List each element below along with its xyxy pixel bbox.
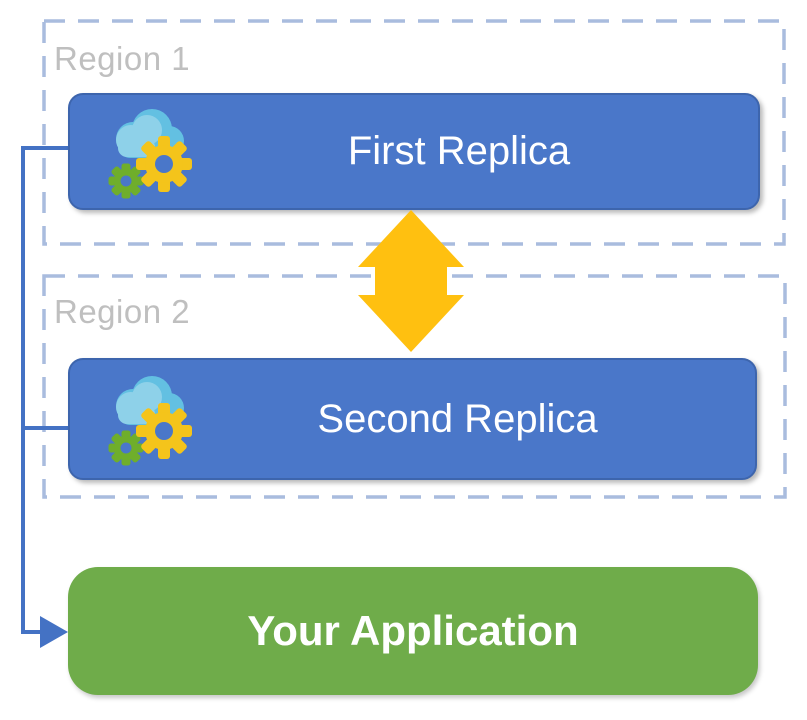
connector-elbow-line xyxy=(21,146,68,634)
region-2-border xyxy=(42,274,787,499)
gear-small-icon xyxy=(108,430,144,466)
gear-small-icon xyxy=(108,163,144,198)
up-down-arrow-icon xyxy=(358,210,464,352)
second-replica-node: Second Replica xyxy=(68,358,757,480)
cloud-gears-icon xyxy=(108,108,192,198)
region-1-label: Region 1 xyxy=(54,40,191,77)
first-replica-node: First Replica xyxy=(68,93,760,210)
cloud-gears-icon xyxy=(108,376,192,466)
your-application-node: Your Application xyxy=(68,567,758,695)
your-application-label: Your Application xyxy=(247,607,579,654)
first-replica-label: First Replica xyxy=(347,129,571,173)
region-2-label: Region 2 xyxy=(54,293,191,330)
right-arrowhead-icon xyxy=(40,616,68,648)
gear-large-icon xyxy=(136,135,192,192)
second-replica-label: Second Replica xyxy=(317,396,598,441)
connector-lines xyxy=(21,146,68,634)
gear-large-icon xyxy=(136,403,192,459)
